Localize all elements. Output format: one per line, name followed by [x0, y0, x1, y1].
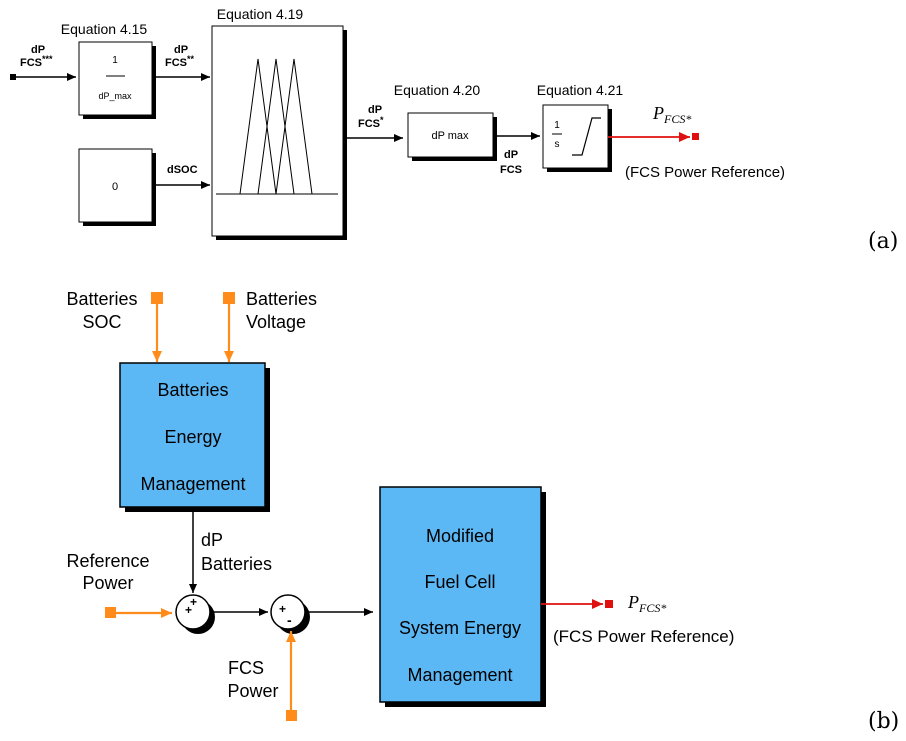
fcs-power-port	[286, 710, 297, 721]
output-b-caption: (FCS Power Reference)	[553, 627, 734, 646]
output-a-symbol: PFCS*	[652, 103, 691, 126]
output-a-caption: (FCS Power Reference)	[625, 164, 785, 181]
input-label-fcs: FCS***	[20, 54, 53, 69]
dpmax-block[interactable]	[407, 112, 494, 158]
eq-4-19-title: Equation 4.19	[217, 6, 304, 22]
bem-label-2: Energy	[164, 427, 221, 447]
saturation-icon	[572, 117, 601, 156]
fuzzy-block[interactable]	[211, 25, 344, 237]
mfc-label-2: Fuel Cell	[424, 572, 495, 592]
mfc-label-4: Management	[407, 665, 512, 685]
sig3-label-fcs: FCS	[500, 164, 522, 176]
ref-power-label-2: Power	[82, 573, 133, 593]
dpmax-label: dP max	[431, 130, 469, 142]
integrator-denominator: s	[555, 139, 560, 150]
sig1-label-dp: dP	[174, 44, 188, 56]
bem-label-3: Management	[140, 474, 245, 494]
fcs-power-label-2: Power	[227, 681, 278, 701]
ref-power-label-1: Reference	[66, 551, 149, 571]
in-soc-label-2: SOC	[82, 312, 121, 332]
panel-a-tag: (a)	[868, 229, 898, 254]
sum2-sign-b: -	[287, 612, 292, 628]
in-voltage-label-2: Voltage	[246, 312, 306, 332]
bem-block[interactable]	[119, 362, 266, 508]
eq-4-15-title: Equation 4.15	[61, 21, 148, 37]
gain-numerator: 1	[112, 55, 118, 66]
sig1-label-fcs: FCS**	[165, 54, 195, 69]
output-b-port	[605, 600, 613, 608]
dp-batteries-label-2: Batteries	[201, 554, 272, 574]
gain-denominator: dP_max	[98, 91, 132, 101]
input-port	[10, 74, 16, 80]
dsoc-label: dSOC	[167, 164, 198, 176]
integrator-numerator: 1	[554, 120, 560, 131]
sum2-sign-a: +	[279, 602, 286, 616]
fcs-power-label-1: FCS	[228, 658, 264, 678]
in-soc-port	[151, 292, 163, 304]
sum1-sign-b: +	[190, 595, 197, 609]
in-voltage-label-1: Batteries	[246, 289, 317, 309]
output-a-port	[692, 133, 699, 140]
gain-block[interactable]	[78, 41, 153, 116]
const-value: 0	[112, 181, 118, 193]
ref-power-port	[105, 607, 116, 618]
mfc-label-1: Modified	[426, 526, 494, 546]
sig2-label-dp: dP	[368, 104, 382, 116]
in-soc-label-1: Batteries	[66, 289, 137, 309]
mfc-label-3: System Energy	[399, 618, 521, 638]
const-block[interactable]	[78, 148, 153, 223]
eq-4-21-title: Equation 4.21	[537, 82, 624, 98]
sig3-label-dp: dP	[504, 149, 518, 161]
bem-label-1: Batteries	[157, 380, 228, 400]
panel-b: Batteries SOC Batteries Voltage Batterie…	[66, 289, 899, 734]
input-label-dp: dP	[31, 44, 45, 56]
output-b-symbol: PFCS*	[627, 592, 666, 615]
dp-batteries-label-1: dP	[201, 530, 223, 550]
mfc-block[interactable]	[379, 486, 542, 703]
sig2-label-fcs: FCS*	[358, 115, 384, 130]
sum1-sign-a: +	[185, 603, 192, 617]
panel-a: dP FCS*** Equation 4.15 1 dP_max dP FCS*…	[10, 6, 898, 254]
eq-4-20-title: Equation 4.20	[394, 82, 481, 98]
integrator-block[interactable]	[542, 104, 609, 169]
membership-functions-icon	[216, 58, 338, 195]
in-voltage-port	[223, 292, 235, 304]
panel-b-tag: (b)	[868, 709, 899, 734]
